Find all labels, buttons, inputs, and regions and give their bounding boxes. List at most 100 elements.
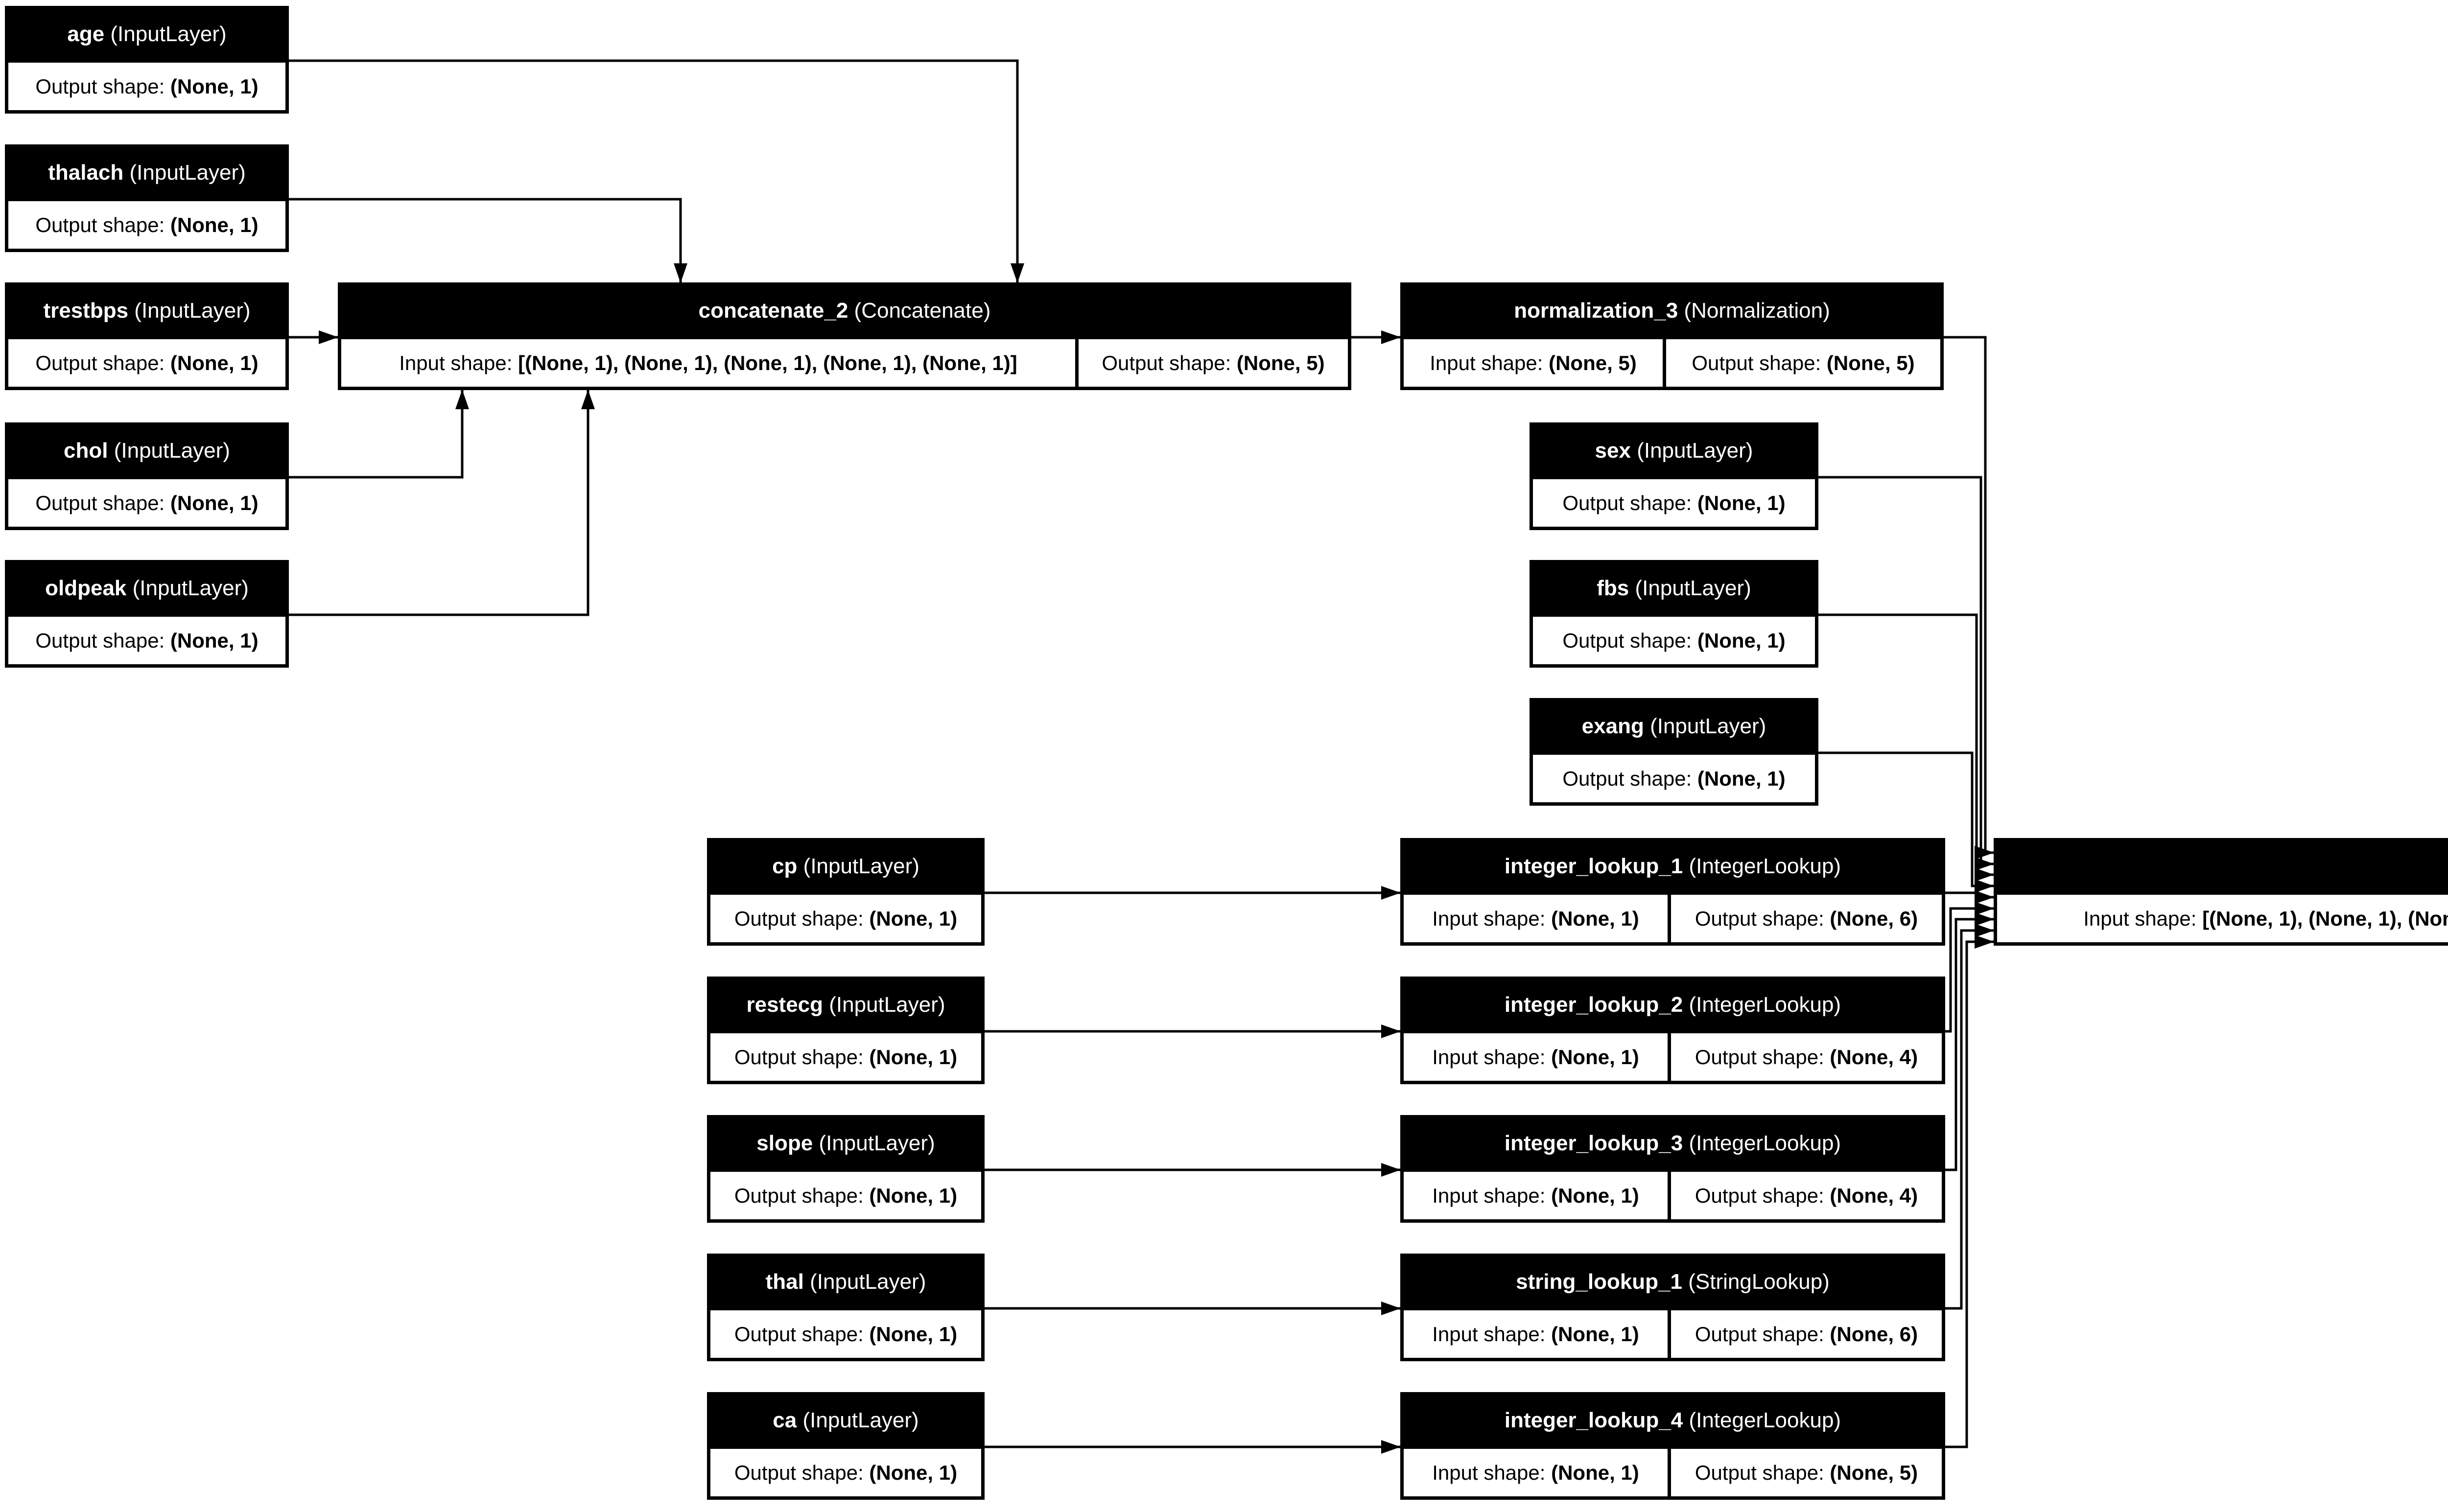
output-shape-cell: Output shape: (None, 1) [710,895,981,942]
input-shape-cell: Input shape: (None, 1) [1404,1172,1668,1219]
layer-name: restecg [746,993,824,1017]
node-shape-cells: Input shape: (None, 1)Output shape: (Non… [1404,1449,1942,1496]
input-shape-label: Input shape: [1432,1045,1552,1069]
node-shape-cells: Output shape: (None, 1) [8,201,285,249]
node-shape-cells: Input shape: (None, 1)Output shape: (Non… [1404,1033,1942,1081]
output-shape-value: (None, 5) [1236,351,1325,374]
node-title: integer_lookup_2 (IntegerLookup) [1400,977,1945,1033]
output-shape-cell: Output shape: (None, 1) [8,339,285,387]
layer-type: (InputLayer) [829,993,945,1017]
output-shape-cell: Output shape: (None, 1) [1533,479,1815,527]
layer-type: (InputLayer) [129,161,246,185]
edge-normalization_3-to-concatenate_3 [1944,336,1994,860]
node-title: restecg (InputLayer) [707,977,985,1033]
output-shape-cell: Output shape: (None, 1) [8,63,285,110]
layer-node-sex: sex (InputLayer)Output shape: (None, 1) [1530,422,1818,530]
output-shape-label: Output shape: [1695,1184,1830,1207]
layer-type: (InputLayer) [114,439,230,463]
node-title: normalization_3 (Normalization) [1400,282,1944,339]
output-shape-label: Output shape: [734,1184,870,1207]
layer-node-thal: thal (InputLayer)Output shape: (None, 1) [707,1254,985,1361]
node-shape-cells: Output shape: (None, 1) [710,895,981,942]
layer-node-integer_lookup_1: integer_lookup_1 (IntegerLookup) Input sh… [1400,838,1945,946]
output-shape-cell: Output shape: (None, 1) [710,1310,981,1358]
layer-type: (InputLayer) [110,22,227,46]
output-shape-label: Output shape: [1695,1461,1830,1484]
edge-integer_lookup_2-to-concatenate_3 [1945,902,1994,1033]
edge-string_lookup_1-to-concatenate_3 [1945,924,1994,1310]
layer-name: integer_lookup_3 [1504,1131,1683,1155]
output-shape-value: (None, 1) [869,907,958,930]
input-shape-value: (None, 5) [1549,351,1637,374]
layer-node-cp: cp (InputLayer)Output shape: (None, 1) [707,838,985,946]
edge-oldpeak-to-concatenate_2 [289,390,595,616]
output-shape-label: Output shape: [1102,351,1237,374]
layer-node-string_lookup_1: string_lookup_1 (StringLookup)Input shap… [1400,1254,1945,1361]
node-shape-cells: Output shape: (None, 1) [710,1172,981,1219]
input-shape-cell: Input shape: [(None, 1), (None, 1), (Non… [1997,895,2448,942]
node-title: string_lookup_1 (StringLookup) [1400,1254,1945,1310]
layer-type: (InputLayer) [1650,714,1766,738]
layer-type: (StringLookup) [1688,1270,1830,1294]
node-title: integer_lookup_1 (IntegerLookup) [1400,838,1945,895]
layer-type: (InputLayer) [132,576,249,600]
output-shape-cell: Output shape: (None, 1) [710,1449,981,1496]
node-shape-cells: Output shape: (None, 1) [1533,479,1815,527]
input-shape-label: Input shape: [1432,1184,1552,1207]
node-title: exang (InputLayer) [1530,698,1818,755]
layer-node-trestbps: trestbps (InputLayer)Output shape: (None… [5,282,289,390]
layer-node-concatenate_2: concatenate_2 (Concatenate)Input shape: … [338,282,1351,390]
output-shape-label: Output shape: [35,74,170,98]
input-shape-label: Input shape: [2083,907,2203,930]
output-shape-value: (None, 1) [170,628,259,652]
output-shape-label: Output shape: [734,1045,870,1069]
node-shape-cells: Input shape: (None, 1)Output shape: (Non… [1404,1310,1942,1358]
output-shape-value: (None, 1) [1697,491,1786,514]
layer-type: (Normalization) [1684,299,1830,323]
output-shape-value: (None, 6) [1830,907,1918,930]
output-shape-value: (None, 1) [170,213,259,236]
layer-name: integer_lookup_4 [1504,1408,1683,1432]
node-title: sex (InputLayer) [1530,422,1818,479]
input-shape-value: (None, 1) [1551,1184,1639,1207]
layer-type: (IntegerLookup) [1689,854,1841,878]
output-shape-cell: Output shape: (None, 1) [8,479,285,527]
layer-name: slope [756,1131,813,1155]
output-shape-cell: Output shape: (None, 1) [8,617,285,664]
input-shape-value: [(None, 1), (None, 1), (None, 1), (None,… [2202,907,2448,930]
output-shape-value: (None, 1) [1697,628,1786,652]
output-shape-cell: Output shape: (None, 1) [1533,617,1815,664]
output-shape-value: (None, 1) [1697,767,1786,790]
output-shape-label: Output shape: [1695,907,1830,930]
edge-integer_lookup_4-to-concatenate_3 [1945,935,1994,1448]
output-shape-value: (None, 4) [1830,1184,1918,1207]
layer-node-restecg: restecg (InputLayer)Output shape: (None,… [707,977,985,1084]
node-title: integer_lookup_4 (IntegerLookup) [1400,1392,1945,1449]
input-shape-value: (None, 1) [1551,1045,1639,1069]
node-shape-cells: Output shape: (None, 1) [8,63,285,110]
output-shape-value: (None, 1) [869,1461,958,1484]
input-shape-label: Input shape: [1432,907,1552,930]
edge-integer_lookup_3-to-concatenate_3 [1945,912,1994,1171]
node-title: age (InputLayer) [5,6,289,63]
layer-name: chol [64,439,108,463]
input-shape-label: Input shape: [1432,1461,1552,1484]
node-shape-cells: Output shape: (None, 1) [1533,617,1815,664]
output-shape-cell: Output shape: (None, 5) [1671,1449,1942,1496]
node-shape-cells: Output shape: (None, 1) [8,479,285,527]
input-shape-cell: Input shape: (None, 1) [1404,1033,1668,1081]
node-shape-cells: Input shape: (None, 1) Output shape: (Non… [1404,1172,1942,1219]
output-shape-cell: Output shape: (None, 1) [710,1033,981,1081]
node-title: integer_lookup_3 (IntegerLookup) [1400,1115,1945,1172]
node-title: oldpeak (InputLayer) [5,560,289,617]
node-title: concatenate_2 (Concatenate) [338,282,1351,339]
output-shape-value: (None, 6) [1830,1322,1918,1346]
layer-node-concatenate_3: concatenate_3 (Concatenate)Input shape: … [1994,838,2448,946]
layer-name: string_lookup_1 [1516,1270,1682,1294]
layer-name: oldpeak [45,576,127,600]
output-shape-label: Output shape: [35,628,170,652]
edge-age-to-concatenate_2 [289,59,1024,283]
output-shape-cell: Output shape: (None, 1) [8,201,285,249]
